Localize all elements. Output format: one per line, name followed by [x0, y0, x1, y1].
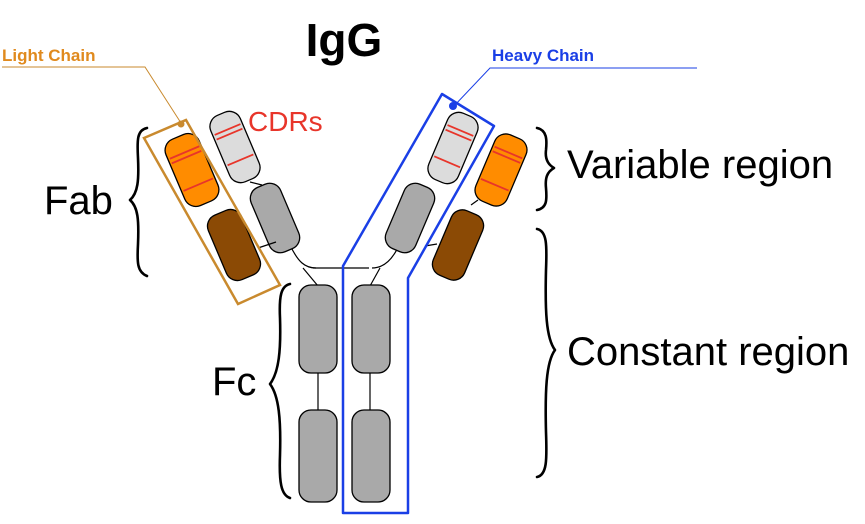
fc-brace: [268, 282, 292, 500]
left-light-variable-domain: [164, 132, 220, 208]
light-chain-label: Light Chain: [2, 46, 95, 65]
variable-region-brace: [535, 126, 556, 212]
constant-region-label: Constant region: [567, 330, 849, 374]
heavy-chain-label: Heavy Chain: [492, 46, 594, 65]
fc-ch3-right-domain: [351, 409, 391, 503]
right-heavy-variable-domain: [427, 111, 479, 185]
fc-domains: [298, 284, 391, 503]
left-heavy-ch1-domain: [249, 182, 301, 254]
right-light-variable-domain: [474, 133, 528, 207]
fc-ch3-left-domain: [298, 409, 338, 503]
fab-brace: [128, 126, 149, 278]
cdrs-label: CDRs: [248, 106, 323, 137]
left-light-constant-domain: [206, 208, 262, 282]
diagram-title: IgG: [306, 14, 383, 66]
variable-region-label: Variable region: [567, 143, 833, 187]
left-fab-arm: [164, 110, 301, 282]
fc-ch2-right-domain: [351, 284, 391, 374]
right-light-constant-domain: [431, 209, 485, 281]
right-heavy-ch1-domain: [384, 182, 436, 254]
heavy-chain-leader-line: [453, 67, 697, 107]
heavy-chain-leader-dot: [449, 102, 457, 110]
fc-label: Fc: [212, 360, 256, 404]
fab-label: Fab: [44, 179, 113, 223]
light-chain-leader-line: [2, 66, 182, 124]
heavy-chain-outline: [341, 92, 496, 515]
right-fab-arm: [384, 111, 528, 281]
light-chain-outline: [142, 118, 282, 306]
fc-ch2-left-domain: [298, 284, 338, 374]
constant-region-brace: [535, 227, 557, 479]
left-heavy-variable-domain: [209, 110, 261, 184]
